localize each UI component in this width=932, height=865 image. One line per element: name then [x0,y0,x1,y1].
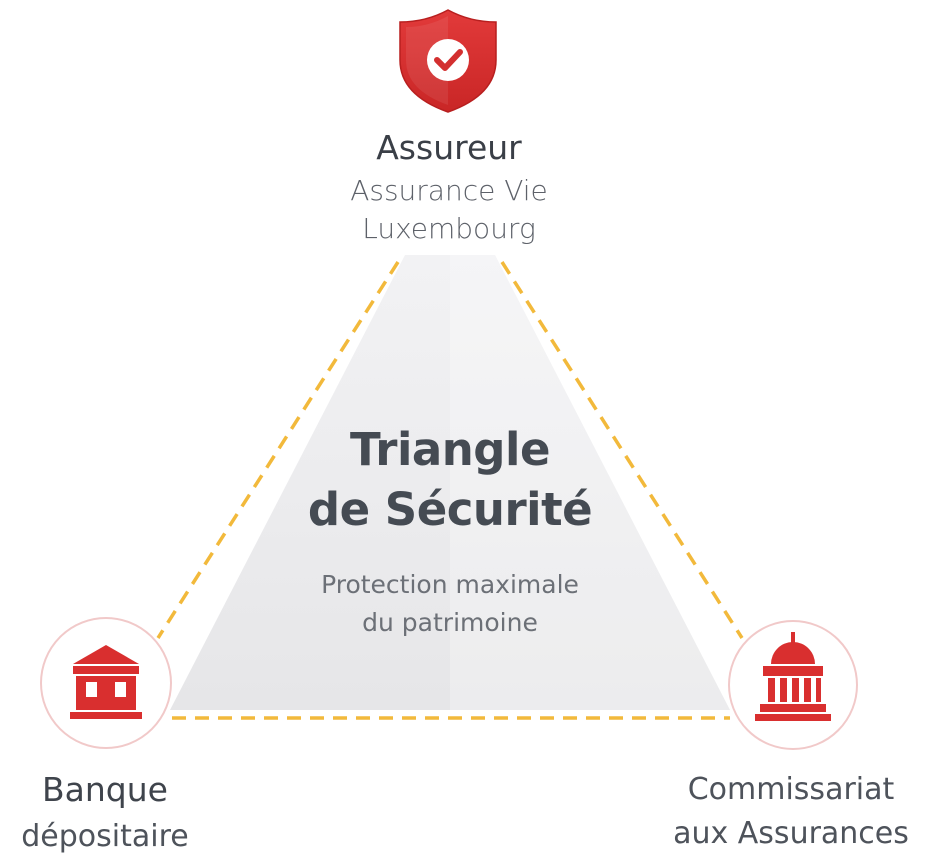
commissariat-label: Commissariat aux Assurances [650,768,932,856]
banque-subtitle: dépositaire [21,819,189,854]
edge-top-left [156,261,400,639]
government-building-icon [755,632,831,721]
triangle-title-line1: Triangle [350,423,550,476]
center-triangle [170,255,730,710]
triangle-subtitle-line1: Protection maximale [321,570,579,599]
assureur-title: Assureur [376,128,522,167]
banque-title: Banque [42,770,168,809]
edge-top-right [500,261,744,639]
triangle-subtitle: Protection maximale du patrimoine [250,566,650,642]
center-triangle-highlight [450,255,730,710]
triangle-title-line2: de Sécurité [307,483,593,536]
triangle-title: Triangle de Sécurité [250,420,650,540]
commissariat-label-line1: Commissariat [687,772,895,807]
bank-icon [70,645,142,719]
assureur-subtitle-line1: Assurance Vie [350,174,548,207]
assureur-subtitle: Assurance Vie Luxembourg [316,172,582,248]
commissariat-label-line2: aux Assurances [673,816,909,851]
shield-check-icon [399,9,497,113]
assureur-subtitle-line2: Luxembourg [362,212,536,245]
triangle-subtitle-line2: du patrimoine [362,608,538,637]
